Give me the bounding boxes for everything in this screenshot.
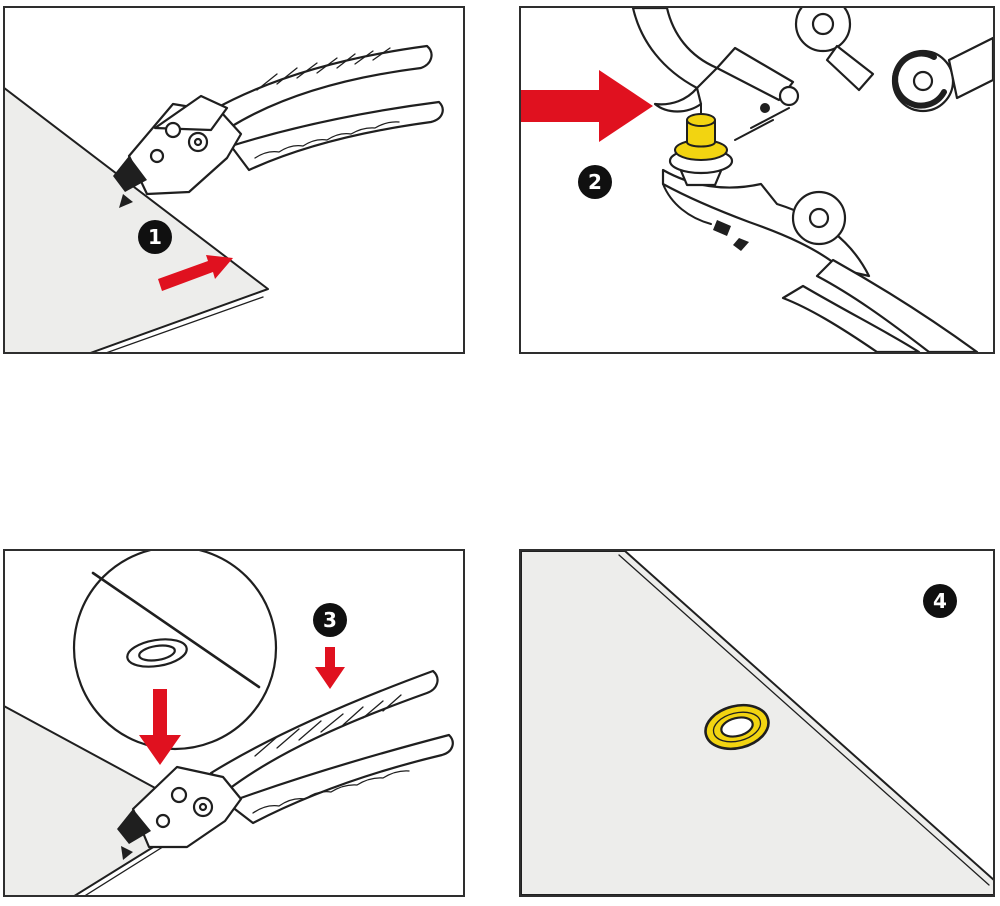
step-number-badge: 2 — [578, 165, 612, 199]
step-panel-3: 3 — [3, 549, 465, 897]
arrow-up-right-icon — [158, 255, 233, 291]
step-2-illustration — [521, 8, 993, 352]
handle-hatching — [254, 694, 402, 757]
arrow-down-large-icon — [139, 689, 181, 765]
step-panel-4: 4 — [519, 549, 995, 897]
step-4-illustration — [521, 551, 993, 895]
tool-jaw-icon — [631, 8, 993, 352]
pliers-icon — [117, 669, 454, 860]
magnifier-icon — [72, 551, 278, 751]
pliers-icon — [113, 44, 444, 208]
arrow-down-small-icon — [315, 647, 345, 689]
step-number-badge: 4 — [923, 584, 957, 618]
eyelet-punch-icon — [668, 103, 734, 187]
sheet-icon — [5, 87, 269, 352]
installed-grommet-icon — [704, 703, 770, 751]
step-number-badge: 3 — [313, 603, 347, 637]
arrow-right-icon — [521, 70, 653, 142]
step-panel-2: 2 — [519, 6, 995, 354]
step-3-illustration — [5, 551, 454, 895]
step-panel-1: 1 — [3, 6, 465, 354]
punched-hole-icon — [126, 638, 188, 668]
step-1-illustration — [5, 44, 444, 352]
handle-hatching — [256, 47, 391, 91]
step-number-badge: 1 — [138, 220, 172, 254]
